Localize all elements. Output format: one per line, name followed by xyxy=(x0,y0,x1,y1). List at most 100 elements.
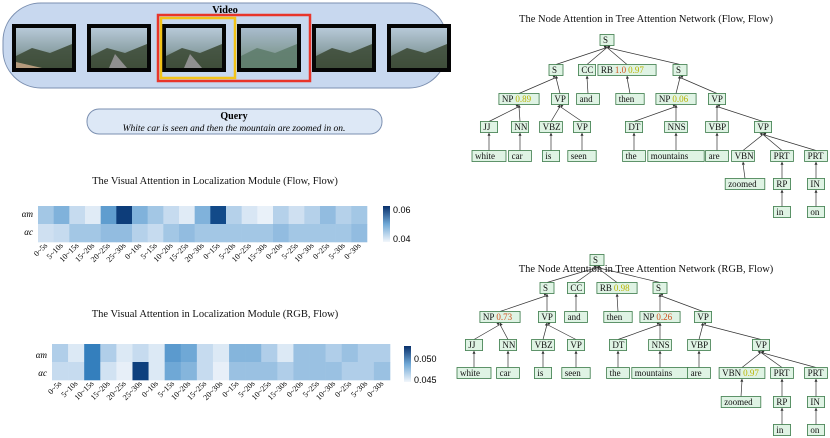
tree-node-text: VP xyxy=(757,122,769,132)
tree-node-text: is xyxy=(537,368,544,378)
tree-node-box xyxy=(648,339,672,351)
node-label: car xyxy=(500,368,511,378)
heatmap-cell xyxy=(273,206,289,225)
node-label: VP xyxy=(697,312,709,322)
tree-node-text: VP xyxy=(755,340,767,350)
edge-arrowhead xyxy=(615,293,619,297)
query-panel-background xyxy=(86,108,383,135)
tree-node-box xyxy=(498,339,517,351)
tree-node-box xyxy=(664,121,688,133)
edge-arrowhead xyxy=(603,45,607,49)
heatmap-cell xyxy=(38,206,54,225)
node-attention-score: 0.89 xyxy=(515,94,531,104)
video-frame xyxy=(237,24,301,72)
node-label: the xyxy=(626,151,637,161)
tree-node-text: NNS xyxy=(652,340,670,350)
tree-node: car xyxy=(496,367,520,379)
tree-node-box xyxy=(539,121,563,133)
node-label: seen xyxy=(571,151,587,161)
edge-arrowhead xyxy=(472,350,476,354)
node-label: zoomed xyxy=(728,179,757,189)
tree-node-text: VP xyxy=(554,94,566,104)
colorbar-min-label: 0.045 xyxy=(414,375,437,385)
tree-node: then xyxy=(603,311,633,323)
node-label: VBZ xyxy=(535,340,553,350)
heatmap-cell xyxy=(351,206,368,225)
heatmap-cell xyxy=(309,362,326,381)
edge-arrowhead xyxy=(697,350,701,354)
tree-node: mountains xyxy=(647,150,705,162)
node-label: on xyxy=(810,207,820,217)
tree-node-text: PRT xyxy=(808,151,824,161)
tree-rgb-flow: The Node Attention in Tree Attention Net… xyxy=(456,254,828,436)
heatmap-cell xyxy=(261,362,278,381)
node-label: S xyxy=(552,65,557,75)
heatmap-cell xyxy=(38,224,54,243)
node-label: in xyxy=(776,207,784,217)
tree-node: IN xyxy=(807,178,826,190)
heatmap-cell xyxy=(147,224,164,243)
node-attention-score: 0.98 xyxy=(614,283,630,293)
node-label: NP xyxy=(502,94,514,104)
heatmap-cell xyxy=(132,344,149,363)
tree-node-text: VBN xyxy=(735,151,755,161)
node-label: S xyxy=(656,283,661,293)
heatmap-x-tick-labels: 0~5s5~10s10~15s15~20s20~25s25~30s0~10s5~… xyxy=(32,241,363,264)
node-label: VBZ xyxy=(543,122,561,132)
tree-node: is xyxy=(542,150,561,162)
node-label: S xyxy=(543,283,548,293)
tree-node-text: PRT xyxy=(774,368,790,378)
node-label: white xyxy=(475,151,495,161)
x-tick-label: 5~30s xyxy=(349,379,369,399)
node-label: VP xyxy=(576,122,588,132)
tree-node-box xyxy=(773,178,792,190)
heatmap-cell xyxy=(180,344,198,363)
tree-node-text: mountains xyxy=(635,368,673,378)
tree-node-box xyxy=(807,178,826,190)
tree-node: and xyxy=(564,311,588,323)
tree-node-box xyxy=(597,64,657,76)
edge-arrowhead xyxy=(814,161,818,165)
tree-node-box xyxy=(534,367,553,379)
tree-node-box xyxy=(567,282,586,294)
tree-node: VP xyxy=(573,121,592,133)
colorbar xyxy=(383,206,390,242)
heatmap-cell xyxy=(180,362,198,381)
tree-node-box xyxy=(573,121,592,133)
heatmap-cell xyxy=(335,224,352,243)
tree-node-text: on xyxy=(810,207,820,217)
node-label: S xyxy=(676,65,681,75)
heatmap-cell xyxy=(85,224,101,243)
tree-edge xyxy=(575,267,598,283)
tree-node-box xyxy=(639,311,681,323)
tree-node-box xyxy=(752,339,771,351)
tree-node-text: VP xyxy=(570,340,582,350)
tree-node: VBZ xyxy=(531,339,555,351)
edge-arrowhead xyxy=(557,104,560,108)
node-label: PRT xyxy=(774,368,790,378)
tree-node: RP xyxy=(773,178,792,190)
tree-node: and xyxy=(576,93,600,105)
tree-node: NN xyxy=(498,339,517,351)
heatmap-cell xyxy=(53,224,70,243)
tree-node-text: VP xyxy=(541,312,553,322)
node-label: DT xyxy=(612,340,624,350)
edge-arrowhead xyxy=(574,293,578,297)
tree-edge xyxy=(499,295,548,312)
heatmap-cell xyxy=(273,224,289,243)
tree-node: white xyxy=(471,150,507,162)
tree-node: DT xyxy=(609,339,628,351)
tree-node-box xyxy=(589,254,605,266)
tree-node-text: the xyxy=(610,368,621,378)
heatmap-cell xyxy=(245,344,262,363)
heatmap-cell xyxy=(52,362,69,381)
heatmap-cell xyxy=(196,344,214,363)
heatmap-cell xyxy=(68,362,85,381)
video-panel: Video xyxy=(2,2,451,89)
edge-arrowhead xyxy=(680,75,684,79)
node-label: NP xyxy=(483,312,495,322)
node-label: is xyxy=(545,151,552,161)
